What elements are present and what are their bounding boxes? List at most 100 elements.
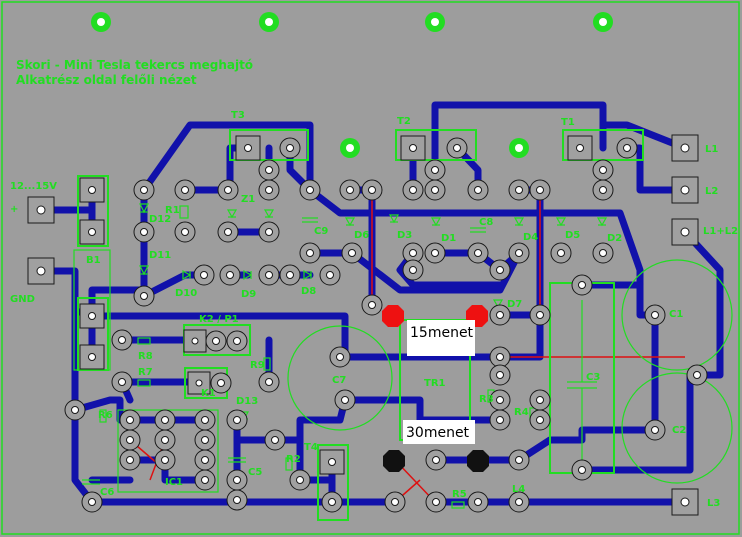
label-c8: C8 <box>479 217 493 228</box>
pad-hole <box>599 249 607 257</box>
label-r8: R8 <box>138 351 153 362</box>
label-c3: C3 <box>586 372 600 383</box>
pad-hole <box>118 378 126 386</box>
label-r5: R5 <box>452 489 467 500</box>
pad-hole <box>515 249 523 257</box>
pad-hole <box>233 496 241 504</box>
label-d1: D1 <box>441 233 456 244</box>
pad-hole <box>368 186 376 194</box>
pad-hole <box>328 498 336 506</box>
pad-hole <box>306 249 314 257</box>
label-t4: T4 <box>304 442 318 453</box>
board-subtitle: Alkatrész oldal felőli nézet <box>16 73 197 87</box>
label-k1: K1 <box>201 388 216 399</box>
pad-hole <box>88 498 96 506</box>
pad-hole <box>201 436 209 444</box>
label-power-in: 12...15V <box>10 181 57 192</box>
pad-hole <box>536 416 544 424</box>
label-d10: D10 <box>175 288 197 299</box>
pad-hole <box>126 416 134 424</box>
mounting-holes <box>91 12 613 158</box>
pad-hole <box>118 336 126 344</box>
primary-winding-label: 15menet <box>410 325 474 341</box>
pad-hole <box>217 379 225 387</box>
label-d13: D13 <box>236 396 258 407</box>
pad-hole <box>474 498 482 506</box>
pad-hole <box>161 436 169 444</box>
pad-hole <box>181 186 189 194</box>
pad-hole <box>453 144 461 152</box>
label-c2: C2 <box>672 425 686 436</box>
label-d12: D12 <box>149 214 171 225</box>
component-pads <box>64 137 708 513</box>
label-c6: C6 <box>100 487 114 498</box>
label-d8: D8 <box>301 286 316 297</box>
label-l2: L2 <box>705 186 718 197</box>
primary-winding-box <box>407 320 475 356</box>
pad-hole <box>126 456 134 464</box>
label-k2p1: K2 / P1 <box>199 314 239 325</box>
label-tr1: TR1 <box>424 378 446 389</box>
label-l3: L3 <box>707 498 720 509</box>
label-d3: D3 <box>397 230 412 241</box>
pad-hole <box>286 271 294 279</box>
label-l1l2: L1+L2 <box>703 226 738 237</box>
label-r1: R1 <box>165 205 180 216</box>
pad-hole <box>212 337 220 345</box>
label-t2: T2 <box>397 116 411 127</box>
secondary-winding-label: 30menet <box>406 425 470 441</box>
pad-hole <box>233 476 241 484</box>
pad-hole <box>201 416 209 424</box>
board-title: Skori - Mini Tesla tekercs meghajtó <box>16 58 253 72</box>
pad-hole <box>161 456 169 464</box>
pad-hole <box>265 378 273 386</box>
label-c9: C9 <box>314 226 328 237</box>
pad-hole <box>286 144 294 152</box>
pad-hole <box>578 281 586 289</box>
pad-hole <box>431 186 439 194</box>
pad-hole <box>431 249 439 257</box>
pad-hole <box>140 186 148 194</box>
label-r3: R3 <box>479 394 494 405</box>
pad-hole <box>432 456 440 464</box>
label-c1: C1 <box>669 309 683 320</box>
pad-hole <box>271 436 279 444</box>
pad-hole <box>496 353 504 361</box>
pad-hole <box>623 144 631 152</box>
pad-hole <box>348 249 356 257</box>
pad-hole <box>233 416 241 424</box>
label-d5: D5 <box>565 230 580 241</box>
pad-hole <box>265 271 273 279</box>
pad-hole <box>224 186 232 194</box>
pad-hole <box>557 249 565 257</box>
component-labels: 12...15V + GND L1 L2 L1+L2 L3 TR1 T3 T2 … <box>10 110 738 509</box>
pad-hole <box>515 186 523 194</box>
pad-hole <box>126 436 134 444</box>
label-r6: R6 <box>98 410 113 421</box>
pad-hole <box>474 186 482 194</box>
pad-hole <box>391 498 399 506</box>
pad-hole <box>224 228 232 236</box>
pad-hole <box>265 186 273 194</box>
label-l1: L1 <box>705 144 718 155</box>
label-ic1: IC1 <box>165 477 183 488</box>
label-r2: R2 <box>286 454 301 465</box>
pad-hole <box>226 271 234 279</box>
label-t1: T1 <box>561 117 575 128</box>
label-t3: T3 <box>231 110 245 121</box>
label-l4: L4 <box>512 484 525 495</box>
label-r7: R7 <box>138 367 153 378</box>
label-d7: D7 <box>507 299 522 310</box>
pad-hole <box>201 456 209 464</box>
pad-hole <box>474 249 482 257</box>
pad-hole <box>326 271 334 279</box>
pad-hole <box>296 476 304 484</box>
label-z1: Z1 <box>241 194 255 205</box>
pad-hole <box>496 311 504 319</box>
pad-hole <box>306 186 314 194</box>
pad-hole <box>496 266 504 274</box>
pad-hole <box>233 337 241 345</box>
pad-hole <box>536 396 544 404</box>
pad-hole <box>431 166 439 174</box>
